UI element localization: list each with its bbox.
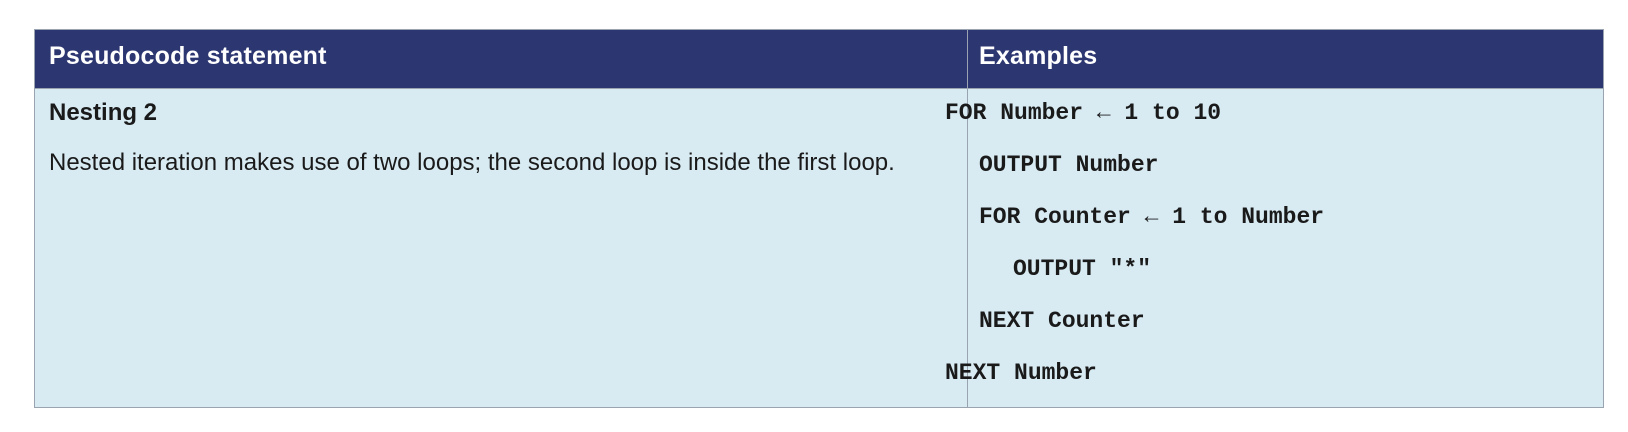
row-divider [35,88,1603,89]
header-pseudocode-statement: Pseudocode statement [49,42,327,70]
table-header-row [35,30,1603,88]
code-line-output-star: OUTPUT "*" [1013,256,1152,282]
code-line-next-counter: NEXT Counter [979,308,1145,334]
pseudocode-table: Pseudocode statement Examples Nesting 2 … [34,29,1604,408]
statement-title: Nesting 2 [49,99,158,126]
code-line-for-counter: FOR Counter ← 1 to Number [979,204,1325,230]
statement-description: Nested iteration makes use of two loops;… [49,149,895,176]
column-divider [967,30,968,407]
code-line-output-number: OUTPUT Number [979,152,1159,178]
code-line-for-number: FOR Number ← 1 to 10 [945,100,1222,126]
header-examples: Examples [979,42,1098,70]
code-line-next-number: NEXT Number [945,360,1097,386]
table-body-row [35,88,1603,407]
